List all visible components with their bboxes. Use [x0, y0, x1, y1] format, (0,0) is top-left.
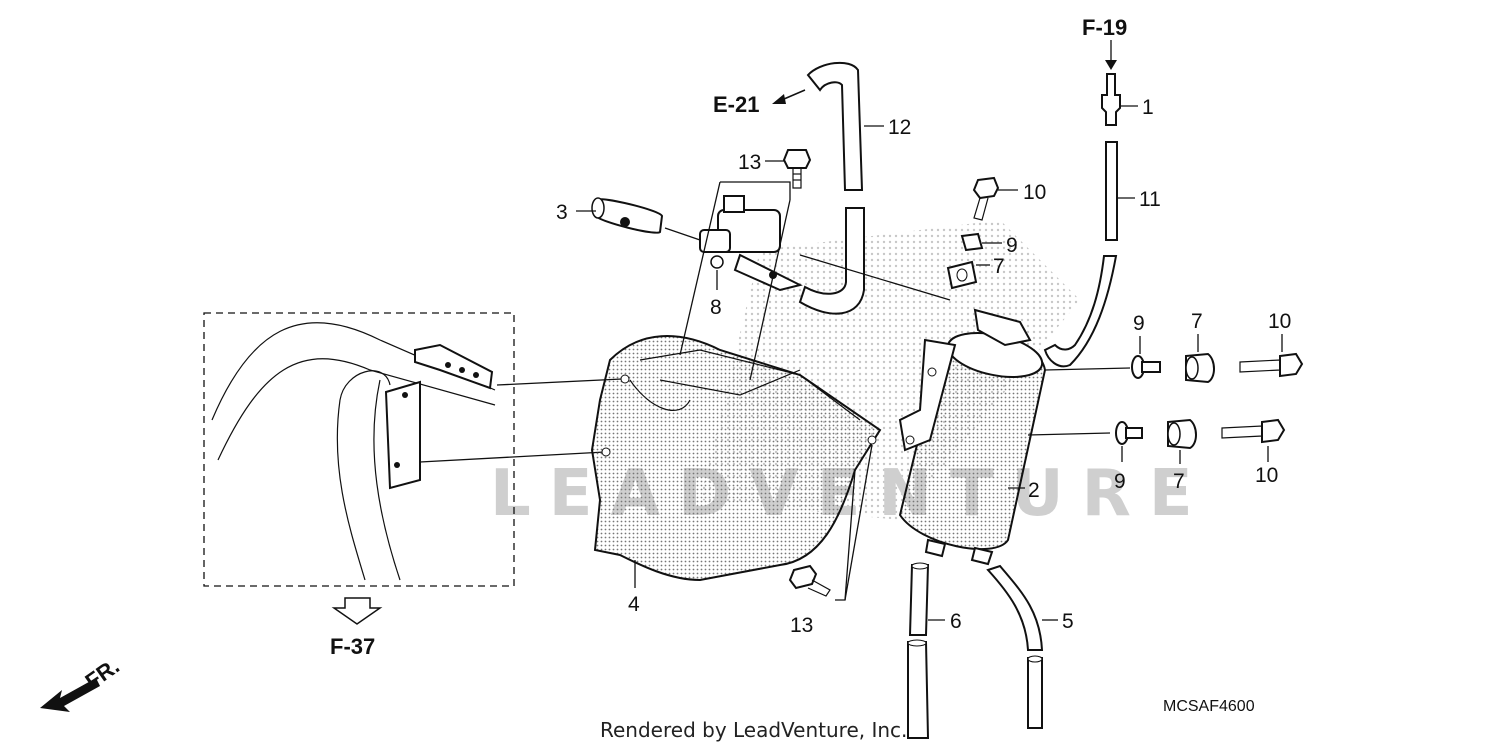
- callout-12: 12: [888, 116, 911, 139]
- callout-4: 4: [628, 593, 640, 616]
- callout-10-upper: 10: [1023, 181, 1046, 204]
- callout-9-upper: 9: [1006, 234, 1018, 257]
- part-10-bolt-right-upper: [1239, 352, 1304, 378]
- callout-3: 3: [556, 201, 568, 224]
- part-11-tube: [1043, 141, 1118, 368]
- part-12-hose: [798, 61, 865, 315]
- callout-9-right-upper: 9: [1133, 312, 1145, 335]
- callout-7-upper: 7: [993, 255, 1005, 278]
- part-5-hose: [986, 564, 1044, 729]
- part-7-rubber-right-lower: [1167, 418, 1197, 450]
- part-13-bolt-upper: [782, 149, 812, 189]
- part-7-rubber-right-upper: [1185, 352, 1215, 384]
- part-7-rubber-upper: [946, 260, 978, 290]
- callout-11: 11: [1139, 188, 1161, 211]
- part-9-collar-right-lower: [1115, 421, 1143, 445]
- part-4-cover: [590, 335, 882, 582]
- part-9-collar-upper: [960, 232, 984, 252]
- arrow-f19-icon: [1105, 60, 1117, 70]
- callout-10-right-lower: 10: [1255, 464, 1278, 487]
- callout-1: 1: [1142, 96, 1154, 119]
- callout-13-upper: 13: [738, 151, 761, 174]
- diagram-code: MCSAF4600: [1163, 698, 1255, 715]
- callout-7-right-upper: 7: [1191, 310, 1203, 333]
- part-1-joint: [1101, 73, 1121, 126]
- part-10-bolt-right-lower: [1221, 418, 1286, 444]
- frame-inset: [203, 312, 515, 587]
- callout-13-lower: 13: [790, 614, 813, 637]
- callout-2: 2: [1028, 479, 1040, 502]
- part-9-collar-right-upper: [1131, 355, 1161, 379]
- part-10-bolt-upper: [972, 176, 1000, 221]
- footer-credit: Rendered by LeadVenture, Inc.: [600, 718, 907, 742]
- part-8-solenoid-valve: [699, 195, 803, 292]
- arrow-down-icon: [331, 597, 383, 625]
- callout-10-right-upper: 10: [1268, 310, 1291, 333]
- ref-f37: F-37: [330, 634, 375, 659]
- front-arrow-icon: [40, 678, 100, 712]
- callout-6: 6: [950, 610, 962, 633]
- part-6-hose: [907, 562, 930, 739]
- part-3-hose: [591, 197, 664, 234]
- ref-f19: F-19: [1082, 15, 1127, 40]
- callout-9-right-lower: 9: [1114, 470, 1126, 493]
- callout-7-right-lower: 7: [1173, 470, 1185, 493]
- ref-e21: E-21: [713, 92, 759, 117]
- callout-8: 8: [710, 296, 722, 319]
- part-2-canister: [898, 308, 1047, 566]
- callout-5: 5: [1062, 610, 1074, 633]
- part-13-bolt-lower: [788, 564, 831, 597]
- arrow-e21-icon: [772, 89, 806, 104]
